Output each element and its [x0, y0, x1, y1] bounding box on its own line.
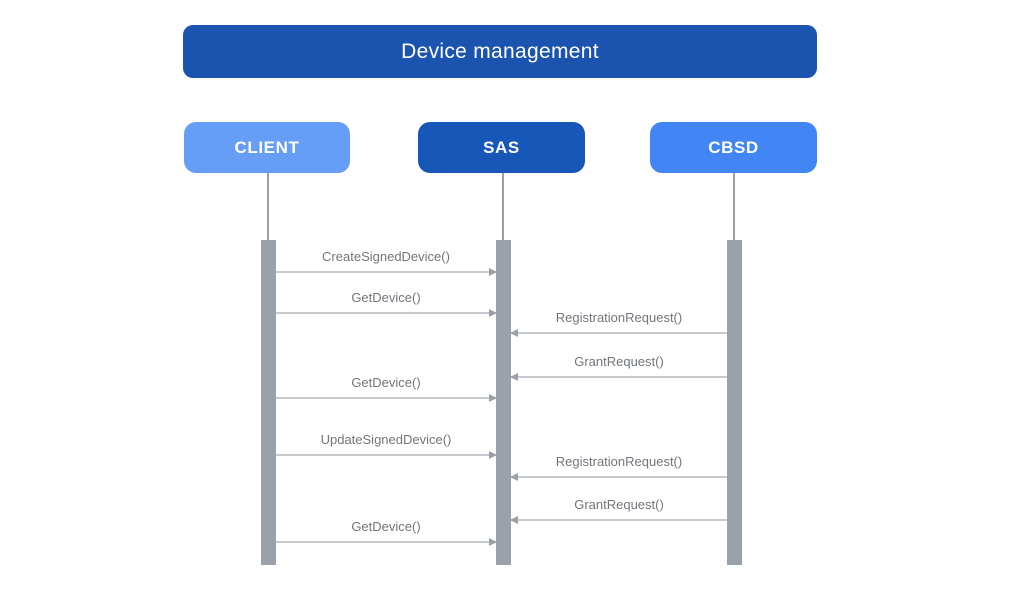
lifeline-sas	[502, 173, 504, 241]
arrowhead-right-icon	[489, 537, 497, 546]
message-label: GetDevice()	[351, 290, 421, 305]
message-arrow-line	[276, 393, 497, 402]
activation-bar-cbsd	[727, 240, 742, 565]
activation-bar-sas	[496, 240, 511, 565]
message-grantrequest-7: GrantRequest()	[510, 497, 727, 524]
arrowhead-right-icon	[489, 308, 497, 317]
actor-label-cbsd: CBSD	[708, 137, 759, 157]
message-getdevice-4: GetDevice()	[276, 375, 497, 402]
activation-bar-client	[261, 240, 276, 565]
arrowhead-right-icon	[489, 450, 497, 459]
message-arrow-line	[510, 328, 727, 337]
message-getdevice-1: GetDevice()	[276, 290, 497, 317]
arrowhead-right-icon	[489, 393, 497, 402]
message-label: GetDevice()	[351, 375, 421, 390]
actor-label-client: CLIENT	[234, 137, 300, 157]
lifeline-client	[267, 173, 269, 241]
message-arrow-line	[276, 537, 497, 546]
arrowhead-left-icon	[510, 472, 518, 481]
message-updatesigneddevice-5: UpdateSignedDevice()	[276, 432, 497, 459]
arrowhead-left-icon	[510, 515, 518, 524]
arrowhead-left-icon	[510, 328, 518, 337]
message-getdevice-8: GetDevice()	[276, 519, 497, 546]
diagram-title: Device management	[401, 39, 599, 63]
message-arrow-line	[276, 450, 497, 459]
lifeline-cbsd	[733, 173, 735, 241]
actor-box-sas: SAS	[418, 122, 585, 173]
message-createsigneddevice-0: CreateSignedDevice()	[276, 249, 497, 276]
message-grantrequest-3: GrantRequest()	[510, 354, 727, 381]
message-arrow-line	[276, 267, 497, 276]
message-label: GetDevice()	[351, 519, 421, 534]
arrowhead-right-icon	[489, 267, 497, 276]
message-label: UpdateSignedDevice()	[320, 432, 452, 447]
message-label: GrantRequest()	[574, 354, 664, 369]
message-registrationrequest-6: RegistrationRequest()	[510, 454, 727, 481]
message-arrow-line	[510, 515, 727, 524]
actor-box-cbsd: CBSD	[650, 122, 817, 173]
diagram-title-bar: Device management	[183, 25, 817, 78]
message-registrationrequest-2: RegistrationRequest()	[510, 310, 727, 337]
actor-label-sas: SAS	[483, 137, 520, 157]
message-label: CreateSignedDevice()	[322, 249, 450, 264]
arrowhead-left-icon	[510, 372, 518, 381]
message-arrow-line	[276, 308, 497, 317]
message-label: GrantRequest()	[574, 497, 664, 512]
actor-box-client: CLIENT	[184, 122, 350, 173]
message-label: RegistrationRequest()	[555, 310, 683, 325]
message-arrow-line	[510, 372, 727, 381]
message-label: RegistrationRequest()	[555, 454, 683, 469]
message-arrow-line	[510, 472, 727, 481]
